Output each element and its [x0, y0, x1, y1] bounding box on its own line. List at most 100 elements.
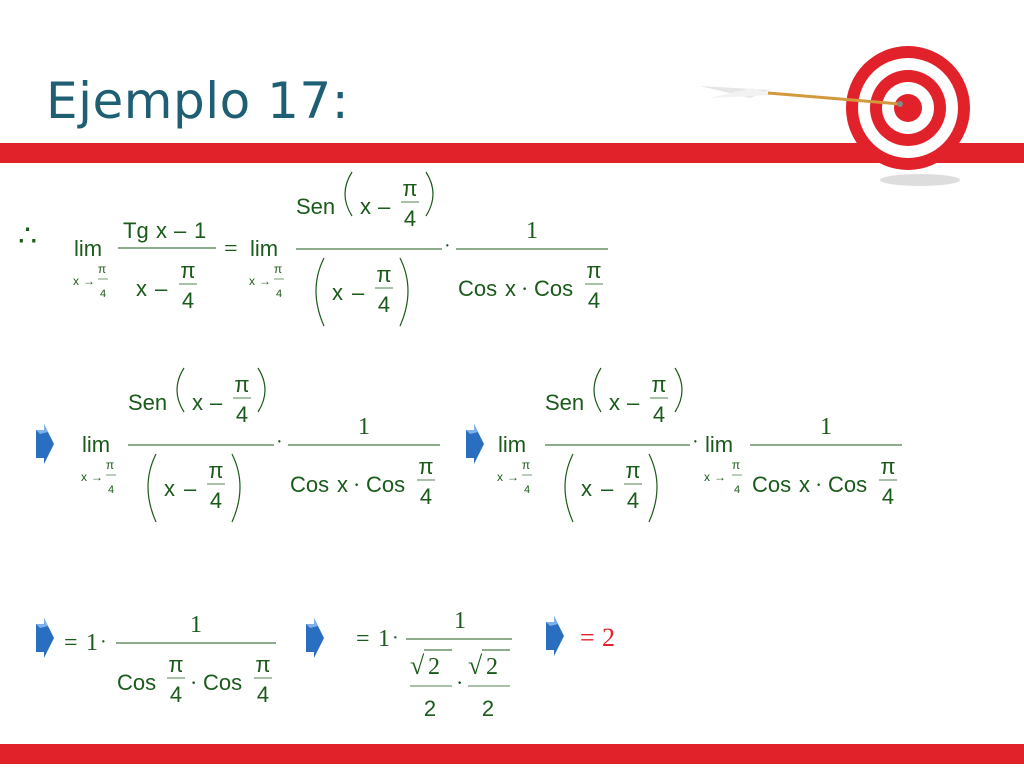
svg-text:1: 1 — [820, 414, 832, 440]
svg-text:1: 1 — [190, 612, 202, 638]
svg-text:–: – — [378, 194, 391, 219]
svg-text:=: = — [64, 630, 78, 656]
svg-text:2: 2 — [602, 623, 615, 652]
svg-text:x: x — [136, 276, 147, 301]
svg-text:4: 4 — [276, 288, 282, 300]
svg-text:Sen: Sen — [545, 390, 584, 415]
therefore-symbol: ∴ — [18, 220, 37, 253]
fraction-tg: Tg x – 1 x – — [118, 218, 216, 314]
svg-text:=: = — [580, 623, 595, 652]
svg-text:2: 2 — [482, 696, 494, 721]
svg-text:→: → — [507, 470, 519, 484]
fraction-sen-2: Sen x – x – — [128, 367, 274, 523]
svg-text:4: 4 — [734, 484, 740, 496]
svg-text:√: √ — [410, 651, 425, 680]
svg-text:–: – — [174, 218, 187, 243]
svg-text:x: x — [505, 276, 516, 301]
top-red-bar — [0, 143, 1024, 163]
svg-text:–: – — [155, 276, 168, 301]
svg-text:x: x — [497, 470, 503, 484]
svg-text:x: x — [81, 470, 87, 484]
bottom-red-bar — [0, 744, 1024, 764]
svg-text:Cos: Cos — [752, 472, 791, 497]
svg-text:2: 2 — [428, 654, 440, 680]
svg-text:Cos: Cos — [534, 276, 573, 301]
svg-text:·: · — [190, 670, 197, 695]
svg-text:4: 4 — [100, 288, 106, 300]
svg-text:1: 1 — [86, 630, 98, 656]
svg-text:·: · — [444, 235, 451, 257]
svg-text:–: – — [184, 476, 197, 501]
fraction-cos-3: 1 Cos x · Cos — [750, 414, 902, 510]
svg-text:4: 4 — [524, 484, 530, 496]
step-arrow-icon — [306, 618, 324, 658]
svg-text:x: x — [337, 472, 348, 497]
svg-text:1: 1 — [358, 414, 370, 440]
svg-text:π: π — [98, 262, 106, 276]
svg-text:lim: lim — [498, 432, 526, 457]
fraction-sen-3: Sen x – x – — [545, 367, 690, 523]
step-arrow-icon — [36, 424, 54, 464]
limit-5: lim x → π 4 — [704, 432, 742, 496]
svg-text:Cos: Cos — [290, 472, 329, 497]
svg-text:x: x — [73, 274, 79, 288]
svg-text:x: x — [192, 390, 203, 415]
svg-text:x: x — [332, 280, 343, 305]
svg-text:2: 2 — [486, 654, 498, 680]
svg-text:→: → — [259, 274, 271, 288]
svg-text:1: 1 — [378, 626, 390, 652]
svg-text:·: · — [353, 472, 360, 497]
svg-text:→: → — [714, 470, 726, 484]
expr-sqrt2: = 1 · 1 √ 2 2 · √ 2 2 — [356, 608, 512, 721]
svg-text:Cos: Cos — [117, 670, 156, 695]
svg-text:–: – — [210, 390, 223, 415]
step-arrow-icon — [546, 616, 564, 656]
fraction-cos-1: 1 Cos x · Cos — [456, 218, 608, 314]
svg-text:π: π — [274, 262, 282, 276]
svg-text:·: · — [456, 670, 463, 695]
svg-text:x: x — [249, 274, 255, 288]
svg-text:→: → — [83, 274, 95, 288]
svg-text:·: · — [392, 627, 399, 649]
svg-text:Sen: Sen — [128, 390, 167, 415]
svg-text:–: – — [627, 390, 640, 415]
svg-text:x: x — [609, 390, 620, 415]
svg-text:Sen: Sen — [296, 194, 335, 219]
svg-text:π: π — [522, 458, 530, 472]
svg-text:x: x — [156, 218, 167, 243]
svg-text:lim: lim — [250, 236, 278, 261]
svg-text:x: x — [704, 470, 710, 484]
svg-text:x: x — [164, 476, 175, 501]
svg-text:lim: lim — [82, 432, 110, 457]
svg-text:√: √ — [468, 651, 483, 680]
svg-text:·: · — [100, 631, 107, 653]
svg-text:·: · — [521, 276, 528, 301]
svg-text:1: 1 — [454, 608, 466, 634]
svg-text:Cos: Cos — [203, 670, 242, 695]
target-arrow-icon — [700, 46, 970, 186]
limit-1: lim x → π 4 — [73, 236, 108, 300]
svg-text:1: 1 — [194, 218, 206, 243]
slide-title: Ejemplo 17: — [46, 72, 350, 130]
svg-text:x: x — [799, 472, 810, 497]
svg-text:=: = — [356, 626, 370, 652]
step-arrow-icon — [36, 618, 54, 658]
svg-text:1: 1 — [526, 218, 538, 244]
step-arrow-icon — [466, 424, 484, 464]
fraction-cos-2: 1 Cos x · Cos — [288, 414, 440, 510]
svg-text:·: · — [692, 431, 699, 453]
svg-text:=: = — [224, 236, 238, 262]
svg-text:Cos: Cos — [366, 472, 405, 497]
svg-text:2: 2 — [424, 696, 436, 721]
limit-2: lim x → π 4 — [249, 236, 284, 300]
limit-4: lim x → π 4 — [497, 432, 532, 496]
svg-text:4: 4 — [108, 484, 114, 496]
svg-text:x: x — [360, 194, 371, 219]
svg-text:x: x — [581, 476, 592, 501]
final-result: = 2 — [580, 623, 615, 652]
svg-text:Tg: Tg — [123, 218, 149, 243]
svg-text:·: · — [815, 472, 822, 497]
svg-text:·: · — [276, 431, 283, 453]
fraction-sen-1: Sen x – x – — [296, 171, 442, 327]
